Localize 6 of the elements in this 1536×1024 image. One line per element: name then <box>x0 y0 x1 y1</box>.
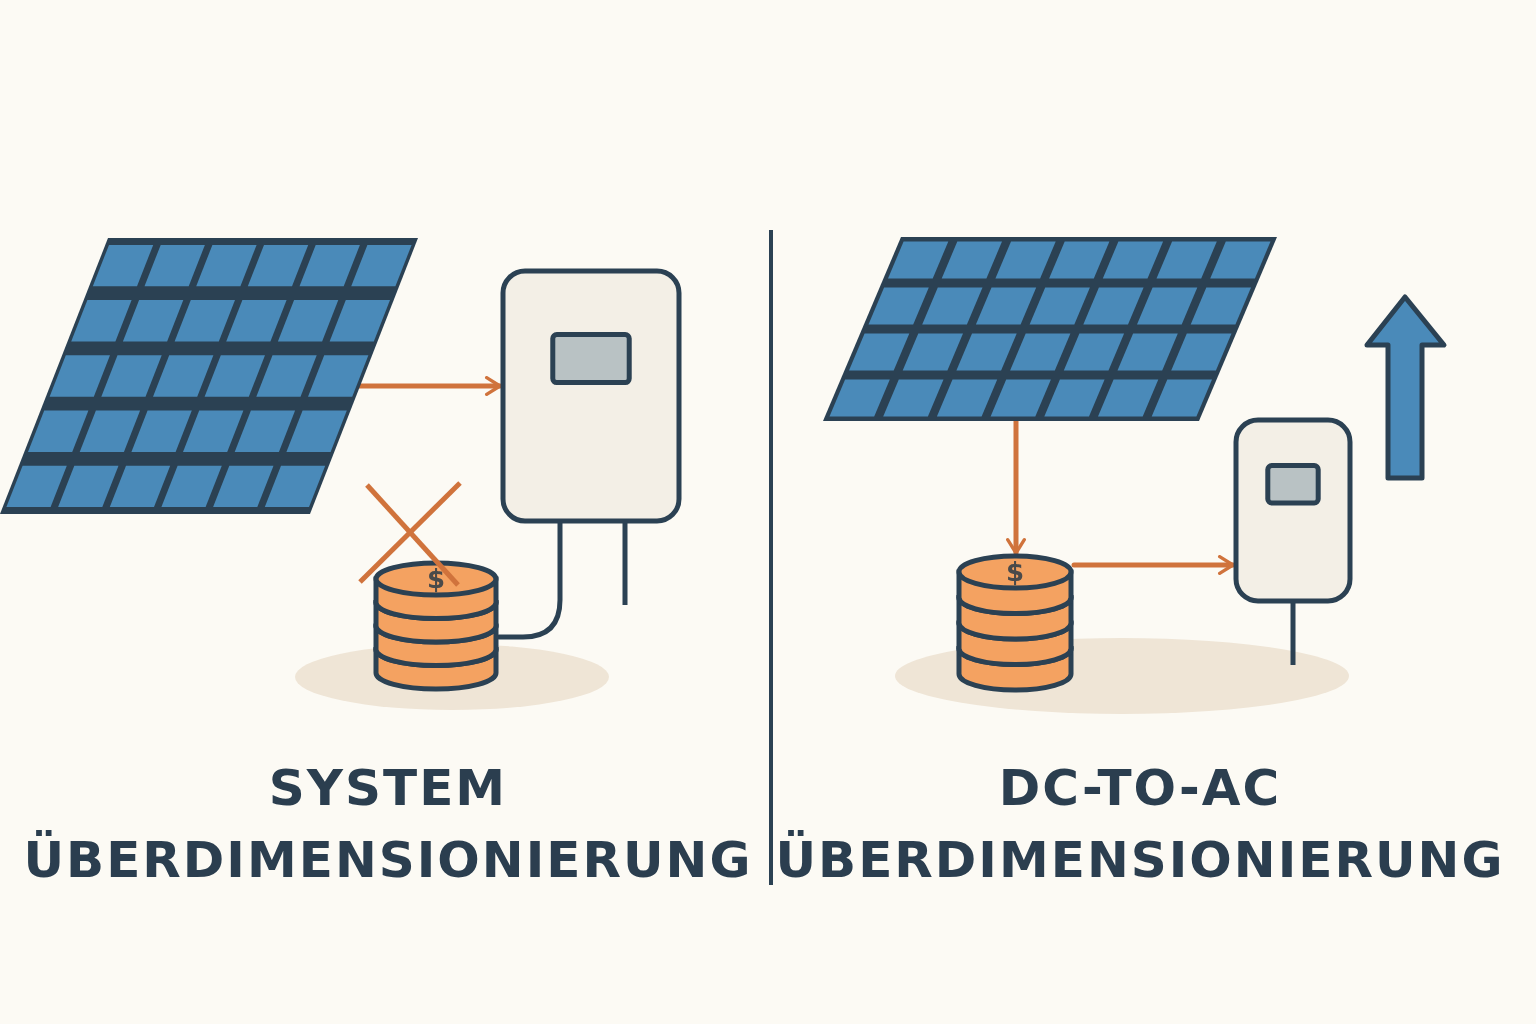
arrow <box>1006 418 1026 556</box>
caption-text: DC-TO-AC ÜBERDIMENSIONIERUNG <box>775 758 1505 891</box>
caption-text: SYSTEM ÜBERDIMENSIONIERUNG <box>23 758 753 891</box>
arrow <box>1071 555 1236 575</box>
currency-symbol: $ <box>426 564 446 594</box>
currency-symbol: $ <box>1005 557 1025 587</box>
